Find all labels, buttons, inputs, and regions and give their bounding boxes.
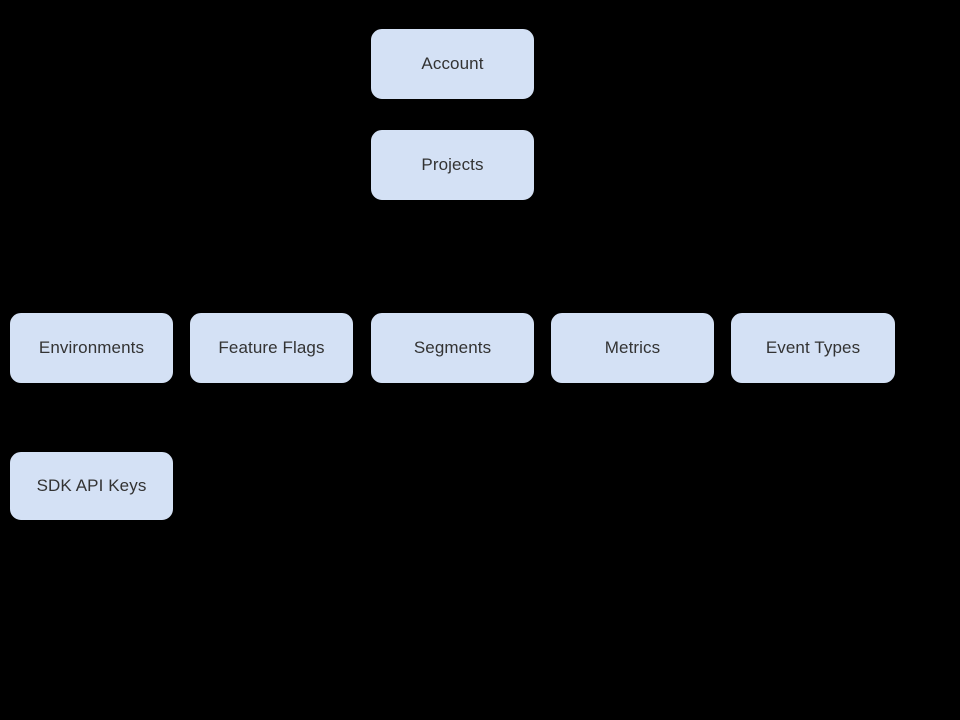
node-label-account: Account <box>421 54 484 73</box>
node-label-metrics: Metrics <box>604 338 661 357</box>
node-label-environments: Environments <box>38 338 145 357</box>
node-environments[interactable]: Environments <box>10 313 173 383</box>
node-label-feature-flags: Feature Flags <box>218 338 325 357</box>
node-sdk-api-keys[interactable]: SDK API Keys <box>10 452 173 520</box>
node-metrics[interactable]: Metrics <box>551 313 714 383</box>
node-label-segments: Segments <box>413 338 492 357</box>
node-label-event-types: Event Types <box>765 338 861 357</box>
node-segments[interactable]: Segments <box>371 313 534 383</box>
node-label-projects: Projects <box>421 155 484 174</box>
node-account[interactable]: Account <box>371 29 534 99</box>
node-feature-flags[interactable]: Feature Flags <box>190 313 353 383</box>
node-projects[interactable]: Projects <box>371 130 534 200</box>
node-label-sdk-api-keys: SDK API Keys <box>36 476 147 495</box>
node-event-types[interactable]: Event Types <box>731 313 895 383</box>
